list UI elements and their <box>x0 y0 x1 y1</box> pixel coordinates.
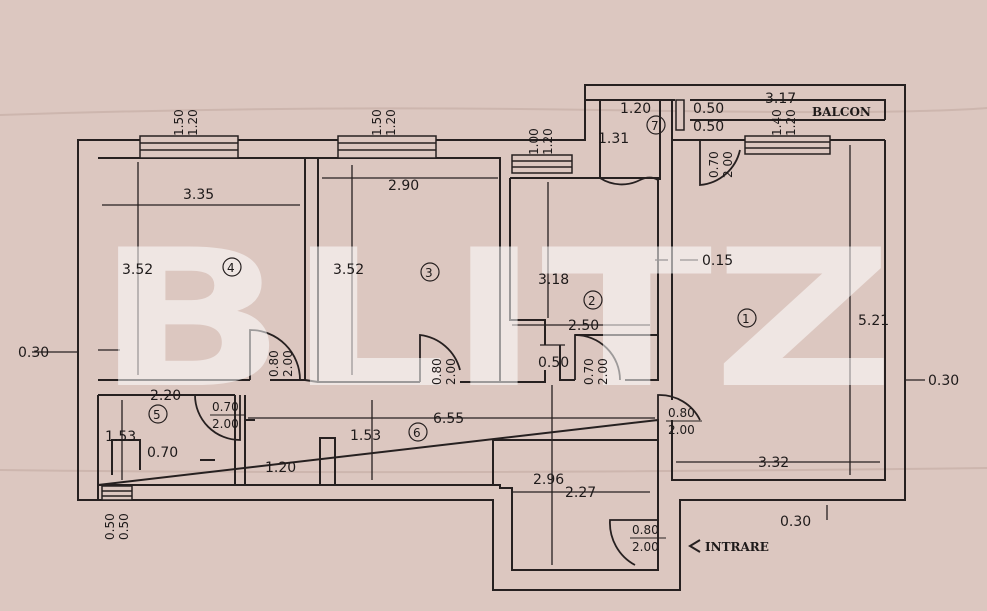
door1-label-a: 0.80 <box>668 406 695 420</box>
door-intrare <box>609 519 658 566</box>
window5-label-b: 0.50 <box>117 513 131 540</box>
door-room1 <box>657 394 701 440</box>
dim-hall-height: 1.53 <box>350 428 381 444</box>
intrare-arrow-icon <box>688 539 701 553</box>
window2-label-a: 1.00 <box>527 128 541 155</box>
windows <box>101 99 831 501</box>
door-wc <box>599 176 659 186</box>
door5-label-b: 2.00 <box>212 417 239 431</box>
window3-label-b: 1.20 <box>384 109 398 136</box>
door-room5 <box>194 394 241 441</box>
dim-entry-depth: 2.96 <box>533 472 564 488</box>
room-number-6: 6 <box>413 426 421 440</box>
dim-room4-height: 3.52 <box>122 262 153 278</box>
paper-folds <box>0 107 987 474</box>
door-intrare-label-b: 2.00 <box>632 540 659 554</box>
dim-entry-width: 2.27 <box>565 485 596 501</box>
dim-room7-width: 1.20 <box>620 101 651 117</box>
window-room4 <box>139 135 239 159</box>
window2-label-b: 1.20 <box>541 128 555 155</box>
door2-label-b: 2.00 <box>596 358 610 385</box>
window-room2 <box>511 154 573 174</box>
dim-room1-width: 3.32 <box>758 455 789 471</box>
dim-wall-left: 0.30 <box>18 345 49 361</box>
door-balcon-label-a: 0.70 <box>707 151 721 178</box>
dim-win-top-b: 0.50 <box>693 119 724 135</box>
dim-room7-height: 1.31 <box>598 131 629 147</box>
room-number-4: 4 <box>227 261 235 275</box>
door-balcon <box>699 140 741 186</box>
balcon-label: BALCON <box>812 105 871 119</box>
door1-label-b: 2.00 <box>668 423 695 437</box>
dim-room5-inner: 0.70 <box>147 445 178 461</box>
intrare-label: INTRARE <box>705 540 769 554</box>
door3-label-a: 0.80 <box>430 358 444 385</box>
door2-label-a: 0.70 <box>582 358 596 385</box>
door-intrare-label-a: 0.80 <box>632 523 659 537</box>
dimension-lines <box>32 99 925 565</box>
dim-wall-bottom-right: 0.30 <box>780 514 811 530</box>
window-room3 <box>337 135 437 159</box>
room-number-7: 7 <box>651 119 659 133</box>
dim-hall-bottom-width: 1.20 <box>265 460 296 476</box>
door-labels: 0.80 2.00 0.80 2.00 0.70 2.00 0.70 2.00 … <box>212 151 735 554</box>
window-room1 <box>744 135 831 155</box>
window-wc <box>675 99 685 131</box>
dim-hall-length: 6.55 <box>433 411 464 427</box>
dim-room3-height: 3.52 <box>333 262 364 278</box>
dim-win-top-a: 0.50 <box>693 101 724 117</box>
dim-room5-height: 1.53 <box>105 429 136 445</box>
room-markers <box>148 115 757 442</box>
window-labels: 1.50 1.20 1.50 1.20 1.00 1.20 1.40 1.20 … <box>103 109 798 540</box>
room-number-1: 1 <box>742 312 750 326</box>
dim-room2-height: 3.18 <box>538 272 569 288</box>
watermark-text: BLITZ <box>95 209 895 430</box>
label-dividers <box>210 414 702 539</box>
dim-room5-width: 2.20 <box>150 388 181 404</box>
window4-label-a: 1.50 <box>172 109 186 136</box>
door4-label-a: 0.80 <box>267 350 281 377</box>
window3-label-a: 1.50 <box>370 109 384 136</box>
door-room2 <box>574 334 621 381</box>
door5-label-a: 0.70 <box>212 400 239 414</box>
window1-label-a: 1.40 <box>770 109 784 136</box>
door-room4 <box>249 329 301 381</box>
door-balcon-label-b: 2.00 <box>721 151 735 178</box>
room-number-3: 3 <box>425 266 433 280</box>
dim-room4-width: 3.35 <box>183 187 214 203</box>
dim-room1-height: 5.21 <box>858 313 889 329</box>
room-number-5: 5 <box>153 408 161 422</box>
dim-wall-right: 0.30 <box>928 373 959 389</box>
window4-label-b: 1.20 <box>186 109 200 136</box>
dim-balcon-width: 3.17 <box>765 91 796 107</box>
window-room5 <box>101 485 133 501</box>
dim-niche: 0.50 <box>538 355 569 371</box>
door-swings <box>194 140 741 566</box>
dim-wall-015: 0.15 <box>702 253 733 269</box>
window1-label-b: 1.20 <box>784 109 798 136</box>
room-number-2: 2 <box>588 294 596 308</box>
dim-room3-width: 2.90 <box>388 178 419 194</box>
door4-label-b: 2.00 <box>281 350 295 377</box>
door-room3 <box>419 333 461 382</box>
window5-label-a: 0.50 <box>103 513 117 540</box>
door3-label-b: 2.00 <box>444 358 458 385</box>
dim-room2-width: 2.50 <box>568 318 599 334</box>
